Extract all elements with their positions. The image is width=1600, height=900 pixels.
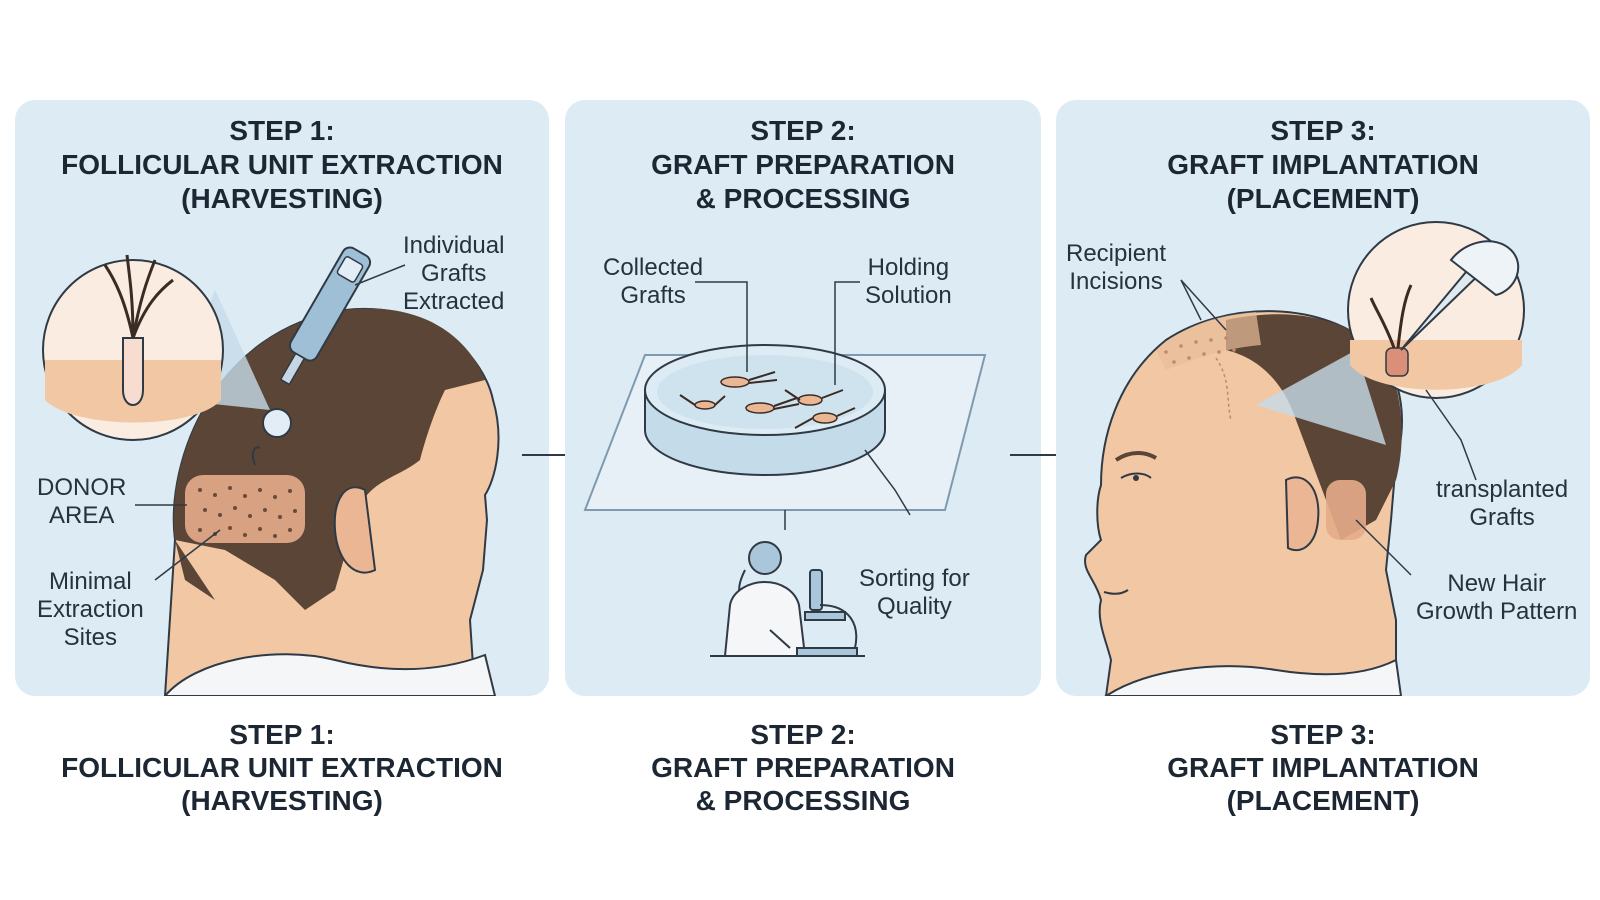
panel-title-3: STEP 3: GRAFT IMPLANTATION (PLACEMENT) bbox=[1056, 114, 1590, 216]
panel-title-line: (PLACEMENT) bbox=[1226, 183, 1420, 214]
caption-line: (PLACEMENT) bbox=[1226, 785, 1420, 816]
caption-step-1: STEP 1: FOLLICULAR UNIT EXTRACTION (HARV… bbox=[15, 718, 549, 817]
punch-tool bbox=[279, 246, 372, 386]
ear bbox=[333, 486, 377, 574]
grafts-in-dish bbox=[679, 371, 856, 429]
panel-title-line: & PROCESSING bbox=[695, 183, 911, 214]
panel-title-line: GRAFT PREPARATION bbox=[651, 149, 955, 180]
label-recipient-incisions: Recipient Incisions bbox=[1066, 240, 1166, 296]
panel-title-line: GRAFT IMPLANTATION bbox=[1167, 149, 1479, 180]
panel-step-2: STEP 2: GRAFT PREPARATION & PROCESSING C… bbox=[565, 100, 1041, 696]
caption-step-3: STEP 3: GRAFT IMPLANTATION (PLACEMENT) bbox=[1056, 718, 1590, 817]
panel-title-1: STEP 1: FOLLICULAR UNIT EXTRACTION (HARV… bbox=[15, 114, 549, 216]
caption-line: FOLLICULAR UNIT EXTRACTION bbox=[61, 752, 503, 783]
label-line: Growth Pattern bbox=[1416, 598, 1578, 625]
label-line: AREA bbox=[48, 502, 115, 529]
eyebrow bbox=[1114, 451, 1158, 462]
donor-area-patch bbox=[185, 475, 305, 543]
implant-hairs bbox=[1369, 284, 1413, 349]
label-line: Collected bbox=[603, 254, 704, 281]
label-line: Incisions bbox=[1069, 268, 1163, 295]
panel-step-label: STEP 3: bbox=[1270, 115, 1376, 146]
label-line: DONOR bbox=[37, 474, 127, 501]
panel-title-line: FOLLICULAR UNIT EXTRACTION bbox=[61, 149, 503, 180]
label-line: Solution bbox=[865, 282, 952, 309]
label-line: Holding bbox=[867, 254, 950, 281]
caption-line: GRAFT PREPARATION bbox=[651, 752, 955, 783]
label-minimal-extraction-sites: Minimal Extraction Sites bbox=[37, 568, 144, 652]
implantation-illustration bbox=[1084, 221, 1525, 696]
label-new-hair-growth: New Hair Growth Pattern bbox=[1416, 570, 1577, 626]
label-line: New Hair bbox=[1447, 570, 1547, 597]
label-line: Sites bbox=[63, 624, 118, 651]
label-line: Grafts bbox=[1469, 504, 1535, 531]
panel-step-label: STEP 1: bbox=[229, 115, 335, 146]
label-line: Quality bbox=[877, 593, 952, 620]
panel-title-2: STEP 2: GRAFT PREPARATION & PROCESSING bbox=[565, 114, 1041, 216]
label-line: Minimal bbox=[49, 568, 132, 595]
caption-line: GRAFT IMPLANTATION bbox=[1167, 752, 1479, 783]
follicle-hairs bbox=[103, 254, 174, 339]
harvesting-illustration bbox=[42, 246, 500, 696]
panel-step-1: STEP 1: FOLLICULAR UNIT EXTRACTION (HARV… bbox=[15, 100, 549, 696]
caption-step: STEP 3: bbox=[1270, 719, 1376, 750]
panel-step-label: STEP 2: bbox=[750, 115, 856, 146]
label-line: Extraction bbox=[37, 596, 144, 623]
label-donor-area: DONOR AREA bbox=[37, 474, 126, 530]
forceps-icon bbox=[1400, 240, 1520, 351]
panel-title-line: (HARVESTING) bbox=[181, 183, 383, 214]
label-line: Recipient bbox=[1066, 240, 1167, 267]
label-holding-solution: Holding Solution bbox=[865, 254, 952, 310]
caption-step: STEP 2: bbox=[750, 719, 856, 750]
label-line: Individual bbox=[403, 232, 505, 259]
caption-step-2: STEP 2: GRAFT PREPARATION & PROCESSING bbox=[565, 718, 1041, 817]
label-sorting-for-quality: Sorting for Quality bbox=[859, 565, 970, 621]
microscope-icon bbox=[796, 569, 858, 657]
incision-dots bbox=[1164, 336, 1236, 364]
caption-line: (HARVESTING) bbox=[181, 785, 383, 816]
label-line: Sorting for bbox=[859, 565, 970, 592]
processing-illustration bbox=[583, 281, 987, 657]
label-line: transplanted bbox=[1436, 476, 1569, 503]
magnifier-cone bbox=[1256, 350, 1386, 445]
label-transplanted-grafts: transplanted Grafts bbox=[1436, 476, 1568, 532]
ear bbox=[1284, 476, 1320, 552]
mouth bbox=[1103, 589, 1129, 595]
caption-line: & PROCESSING bbox=[695, 785, 911, 816]
panel-step-3: STEP 3: GRAFT IMPLANTATION (PLACEMENT) R… bbox=[1056, 100, 1590, 696]
label-collected-grafts: Collected Grafts bbox=[603, 254, 703, 310]
label-individual-grafts: Individual Grafts Extracted bbox=[403, 232, 504, 316]
label-line: Grafts bbox=[421, 260, 487, 287]
collar bbox=[1104, 658, 1403, 696]
label-line: Extracted bbox=[403, 288, 505, 315]
caption-step: STEP 1: bbox=[229, 719, 335, 750]
label-line: Grafts bbox=[620, 282, 686, 309]
follicle bbox=[122, 337, 144, 406]
eye bbox=[1120, 472, 1152, 479]
collar bbox=[163, 653, 497, 696]
technician-icon bbox=[723, 541, 807, 657]
